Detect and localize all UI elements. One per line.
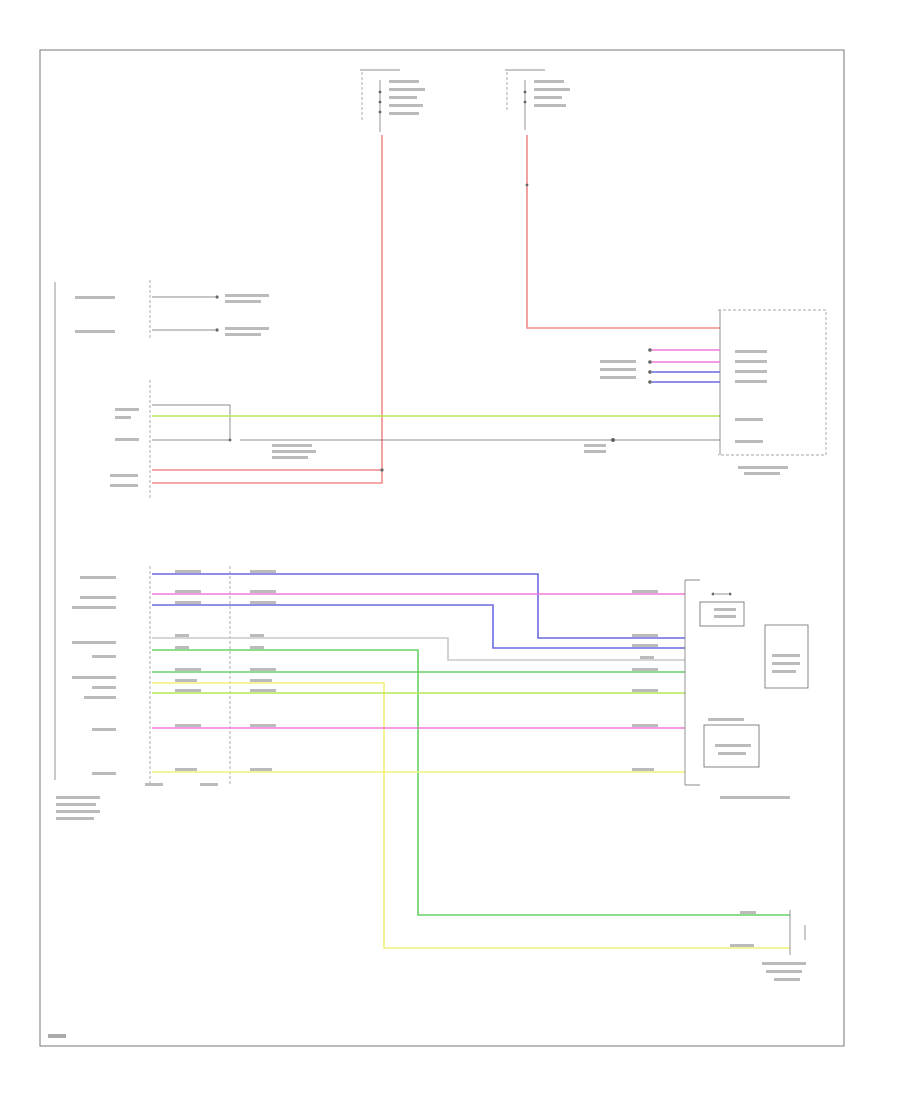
page-footer [48, 1034, 66, 1038]
wire-blue-1 [152, 573, 685, 639]
position-sensor-box [764, 624, 809, 689]
wire-red-3 [526, 135, 720, 329]
temperature-sensor-box [703, 724, 760, 768]
fuse-block-top-right [505, 69, 570, 130]
right-module [718, 309, 827, 456]
wire-grey-1 [152, 637, 685, 661]
fuse-block-top-left [360, 69, 425, 132]
left-module-label [56, 796, 100, 799]
wire-blue-2 [152, 604, 685, 649]
wire-yellow-1 [152, 682, 790, 949]
diagram-frame [39, 49, 845, 1047]
wire-green-2 [152, 649, 790, 916]
motor-box [699, 601, 745, 627]
wire-red-1 [152, 135, 383, 471]
wire-red-2 [152, 470, 383, 484]
